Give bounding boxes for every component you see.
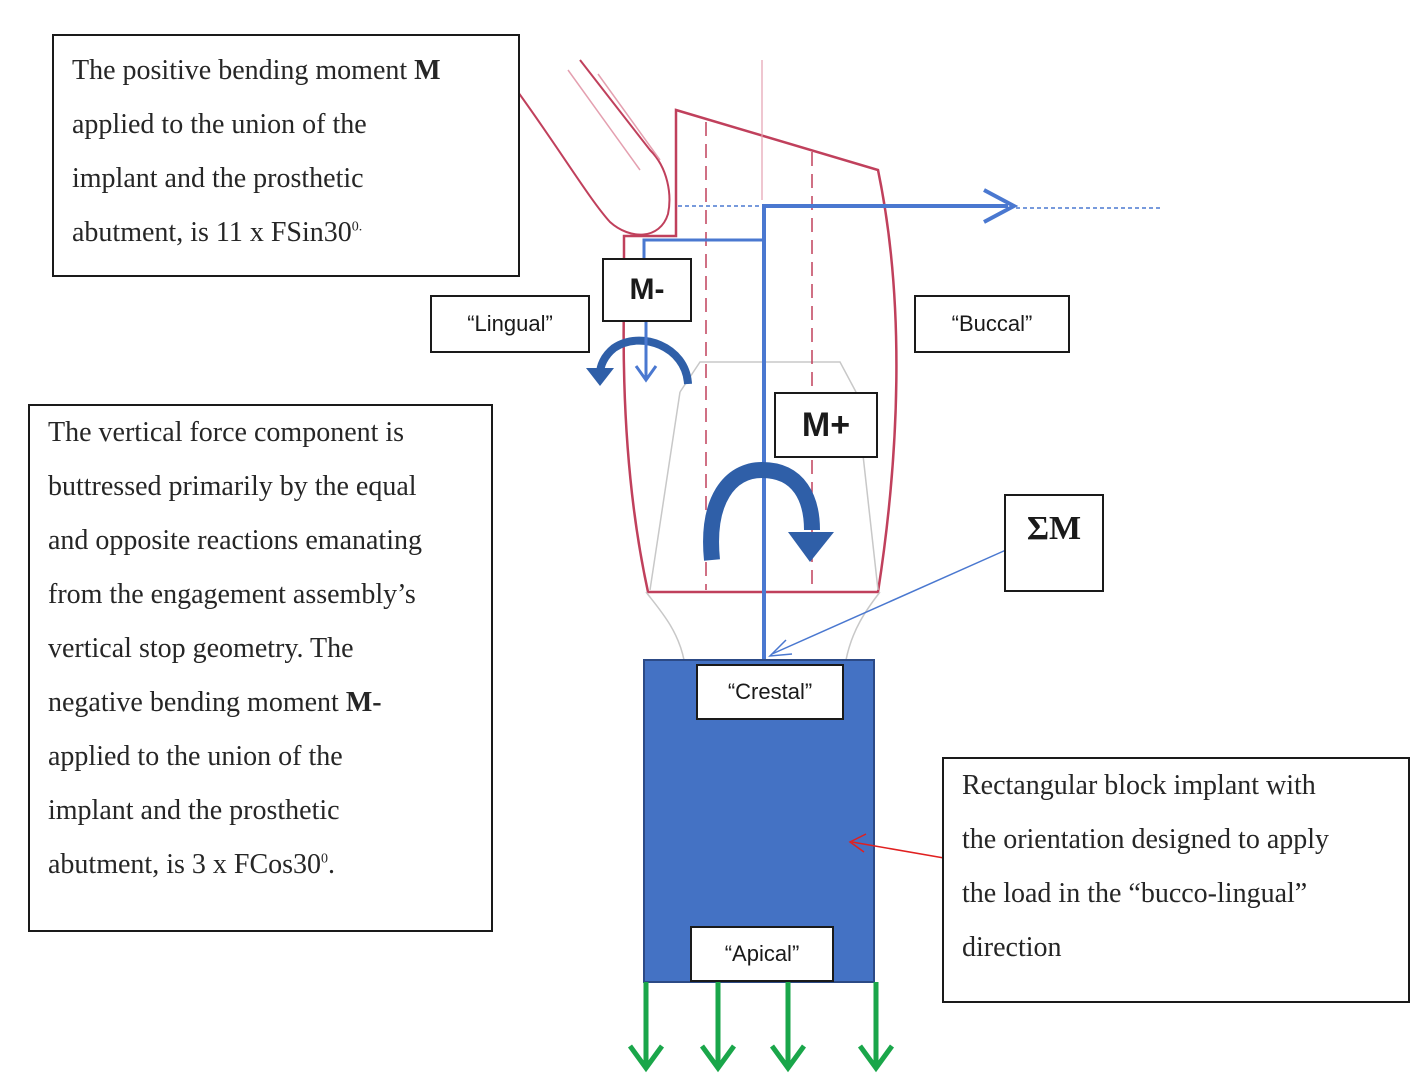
implant-pointer-arrowhead-icon — [848, 833, 867, 853]
implant-description-textbox: Rectangular block implant with the orien… — [942, 757, 1410, 1003]
prosthetic-crown-outline — [622, 108, 898, 594]
left-line-5: vertical stop geometry. The — [48, 633, 354, 664]
top-line-4: abutment, is 11 x FSin300. — [72, 217, 363, 248]
m-minus-label: M- — [602, 258, 692, 322]
left-line-2: buttressed primarily by the equal — [48, 471, 417, 502]
top-line-2: applied to the union of the — [72, 109, 367, 140]
left-line-9: abutment, is 3 x FCos300. — [48, 849, 336, 880]
right-line-2: the orientation designed to apply — [962, 824, 1330, 855]
right-line-1: Rectangular block implant with — [962, 770, 1316, 801]
opposing-cusp — [517, 59, 671, 236]
buccal-label: “Buccal” — [914, 295, 1070, 353]
m-plus-label: M+ — [774, 392, 878, 458]
apical-label: “Apical” — [690, 926, 834, 982]
left-line-1: The vertical force component is — [48, 417, 405, 448]
reaction-arrow-3 — [769, 982, 807, 1073]
reaction-arrow-1 — [627, 982, 665, 1073]
left-line-7: applied to the union of the — [48, 741, 343, 772]
sum-m-label: ΣM — [1004, 494, 1104, 592]
left-line-6: negative bending moment M- — [48, 687, 382, 718]
lingual-moment-arm — [642, 238, 764, 258]
crestal-label: “Crestal” — [696, 664, 844, 720]
m-minus-curved-arrow-icon — [596, 336, 692, 385]
positive-moment-textbox: The positive bending moment M applied to… — [52, 34, 520, 277]
top-line-3: implant and the prosthetic — [72, 163, 364, 194]
right-line-3: the load in the “bucco-lingual” — [962, 878, 1308, 909]
internal-dashed-lines — [705, 122, 813, 590]
left-line-4: from the engagement assembly’s — [48, 579, 416, 610]
sum-m-pointer-arrowhead-icon — [768, 639, 793, 657]
left-line-8: implant and the prosthetic — [48, 795, 340, 826]
m-minus-down-arrow-icon — [634, 365, 658, 383]
right-line-4: direction — [962, 932, 1062, 963]
left-line-3: and opposite reactions emanating — [48, 525, 422, 556]
m-minus-arrowhead-icon — [586, 368, 614, 386]
top-line-1: The positive bending moment M — [72, 55, 441, 86]
reaction-arrow-2 — [699, 982, 737, 1073]
implant-pointer-line — [851, 841, 945, 859]
reaction-arrows — [627, 982, 895, 1073]
horizontal-force-arrowhead-icon — [983, 188, 1019, 224]
lingual-label: “Lingual” — [430, 295, 590, 353]
reaction-arrow-4 — [857, 982, 895, 1073]
m-plus-curved-arrow-icon — [703, 461, 820, 561]
m-plus-arrowhead-icon — [788, 532, 834, 562]
vertical-force-textbox: The vertical force component is buttress… — [28, 404, 493, 932]
sum-m-pointer-line — [771, 549, 1007, 655]
